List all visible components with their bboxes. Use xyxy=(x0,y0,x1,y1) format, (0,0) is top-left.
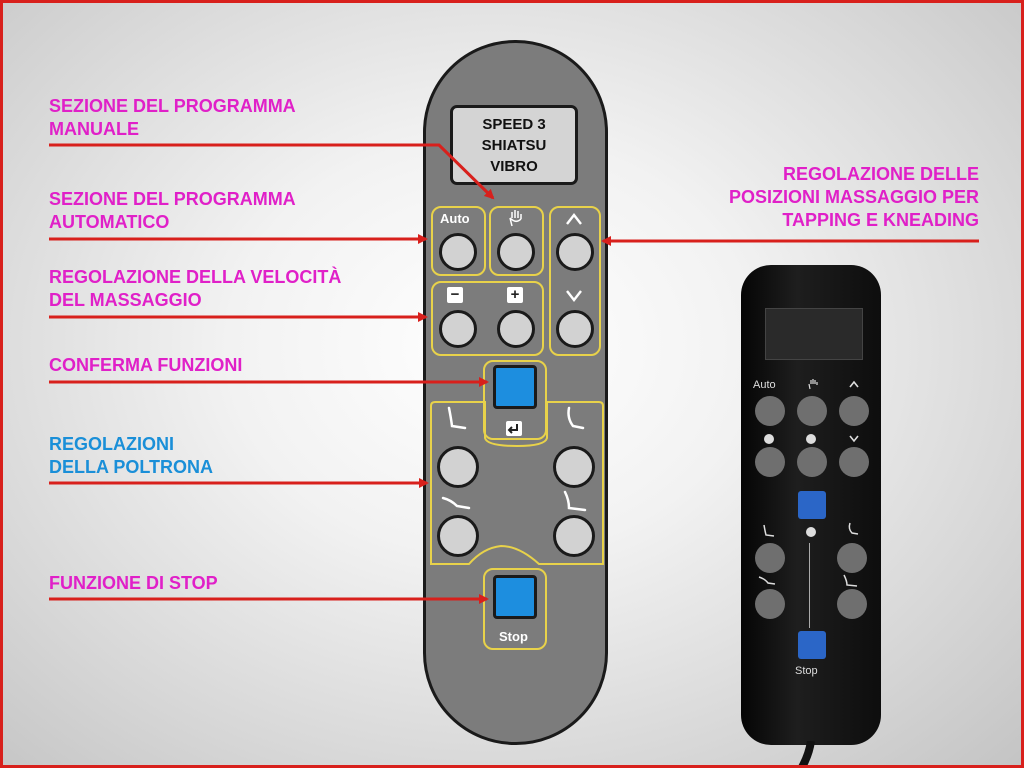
chair-recline-button[interactable] xyxy=(437,515,479,557)
auto-button[interactable] xyxy=(439,233,477,271)
group-automatic xyxy=(431,206,486,276)
speed-plus-button[interactable] xyxy=(497,310,535,348)
photo-chair-back-up-icon xyxy=(763,524,775,537)
photo-cable xyxy=(798,741,815,765)
photo-chevron-up-icon xyxy=(849,380,859,388)
photo-enter-icon xyxy=(806,527,816,537)
label-line: REGOLAZIONE DELLE xyxy=(782,164,979,184)
label-confirm: CONFERMA FUNZIONI xyxy=(49,354,242,377)
stop-button[interactable] xyxy=(493,575,537,619)
remote-display: SPEED 3 SHIATSU VIBRO xyxy=(450,105,578,185)
position-up-button[interactable] xyxy=(556,233,594,271)
enter-icon xyxy=(506,421,522,436)
chair-back-up-button[interactable] xyxy=(437,446,479,488)
label-chair-adjust: REGOLAZIONI DELLA POLTRONA xyxy=(49,433,213,479)
photo-chevron-down-icon xyxy=(849,435,859,443)
group-chair xyxy=(430,401,604,565)
photo-chair-recline-button[interactable] xyxy=(755,589,785,619)
label-line: AUTOMATICO xyxy=(49,212,170,232)
group-stop xyxy=(483,568,547,650)
arrow-manual xyxy=(49,143,495,200)
photo-auto-button[interactable] xyxy=(755,396,785,426)
photo-stop-label: Stop xyxy=(795,665,818,677)
speed-minus-button[interactable] xyxy=(439,310,477,348)
photo-chair-upright-button[interactable] xyxy=(837,589,867,619)
photo-manual-button[interactable] xyxy=(797,396,827,426)
label-line: CONFERMA FUNZIONI xyxy=(49,355,243,375)
auto-label: Auto xyxy=(440,211,470,226)
photo-minus-icon xyxy=(764,434,774,444)
plus-label: + xyxy=(510,286,520,303)
label-line: MANUALE xyxy=(49,119,139,139)
stop-label: Stop xyxy=(499,629,528,644)
chair-recline-icon xyxy=(441,496,471,510)
photo-chair-upright-icon xyxy=(843,574,858,587)
minus-label: − xyxy=(450,286,460,303)
callout-arrows xyxy=(49,143,979,604)
manual-button[interactable] xyxy=(497,233,535,271)
photo-chair-back-down-button[interactable] xyxy=(837,543,867,573)
photo-chair-recline-icon xyxy=(758,576,776,585)
group-positions xyxy=(549,206,601,356)
chair-back-down-icon xyxy=(567,406,585,430)
display-line: SPEED 3 xyxy=(482,115,546,133)
photo-stop-button[interactable] xyxy=(798,631,826,659)
label-manual-section: SEZIONE DEL PROGRAMMA MANUALE xyxy=(49,95,296,141)
chair-upright-button[interactable] xyxy=(553,515,595,557)
label-line: REGOLAZIONE DELLA VELOCITÀ xyxy=(49,267,342,287)
photo-chair-back-up-button[interactable] xyxy=(755,543,785,573)
label-line: SEZIONE DEL PROGRAMMA xyxy=(49,189,296,209)
label-stop: FUNZIONE DI STOP xyxy=(49,572,218,595)
photo-auto-label: Auto xyxy=(753,379,776,391)
hand-icon xyxy=(509,210,522,227)
label-line: REGOLAZIONI xyxy=(49,434,174,454)
chair-upright-icon xyxy=(563,490,587,512)
label-line: DELLA POLTRONA xyxy=(49,457,213,477)
label-line: FUNZIONE DI STOP xyxy=(49,573,218,593)
photo-divider xyxy=(809,543,810,628)
chair-back-down-button[interactable] xyxy=(553,446,595,488)
photo-remote-display xyxy=(765,308,863,360)
chair-back-up-icon xyxy=(447,406,467,430)
minus-icon: − xyxy=(447,287,463,303)
chevron-down-icon xyxy=(566,290,582,302)
photo-chair-back-down-icon xyxy=(848,522,859,535)
photo-hand-icon xyxy=(808,379,818,390)
photo-down-button[interactable] xyxy=(839,447,869,477)
photo-plus-button[interactable] xyxy=(797,447,827,477)
label-massage-positions: REGOLAZIONE DELLE POSIZIONI MASSAGGIO PE… xyxy=(729,163,979,232)
label-line: SEZIONE DEL PROGRAMMA xyxy=(49,96,296,116)
label-automatic-section: SEZIONE DEL PROGRAMMA AUTOMATICO xyxy=(49,188,296,234)
display-line: SHIATSU xyxy=(481,136,547,154)
confirm-button[interactable] xyxy=(493,365,537,409)
label-line: TAPPING E KNEADING xyxy=(782,210,979,230)
photo-plus-icon xyxy=(806,434,816,444)
display-line: VIBRO xyxy=(490,157,538,175)
position-down-button[interactable] xyxy=(556,310,594,348)
group-manual xyxy=(489,206,544,276)
photo-up-button[interactable] xyxy=(839,396,869,426)
photo-minus-button[interactable] xyxy=(755,447,785,477)
label-line: DEL MASSAGGIO xyxy=(49,290,202,310)
plus-icon: + xyxy=(507,287,523,303)
label-line: POSIZIONI MASSAGGIO PER xyxy=(728,187,979,207)
group-confirm xyxy=(483,360,547,440)
chevron-up-icon xyxy=(566,213,582,225)
group-speed xyxy=(431,281,544,356)
label-speed-adjust: REGOLAZIONE DELLA VELOCITÀ DEL MASSAGGIO xyxy=(49,266,341,312)
photo-confirm-button[interactable] xyxy=(798,491,826,519)
